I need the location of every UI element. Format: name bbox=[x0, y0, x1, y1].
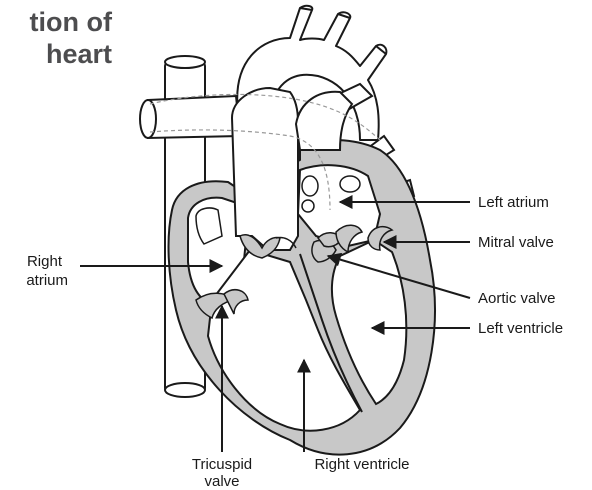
label-right-atrium-line2: atrium bbox=[26, 272, 68, 289]
label-tricuspid-line1: Tricuspid bbox=[192, 456, 252, 473]
label-right-atrium-line1: Right bbox=[27, 253, 63, 270]
pulmonary-vein-opening bbox=[340, 176, 360, 192]
label-left-atrium: Left atrium bbox=[478, 194, 549, 211]
label-tricuspid-line2: valve bbox=[204, 473, 239, 490]
pulmonary-vein-opening bbox=[302, 200, 314, 212]
label-aortic-valve: Aortic valve bbox=[478, 290, 556, 307]
label-right-ventricle: Right ventricle bbox=[314, 456, 409, 473]
ascending-aorta bbox=[232, 88, 298, 250]
label-mitral-valve: Mitral valve bbox=[478, 234, 554, 251]
label-left-ventricle: Left ventricle bbox=[478, 320, 563, 337]
pulmonary-artery-left bbox=[140, 96, 240, 138]
pulmonary-vein-opening bbox=[302, 176, 318, 196]
